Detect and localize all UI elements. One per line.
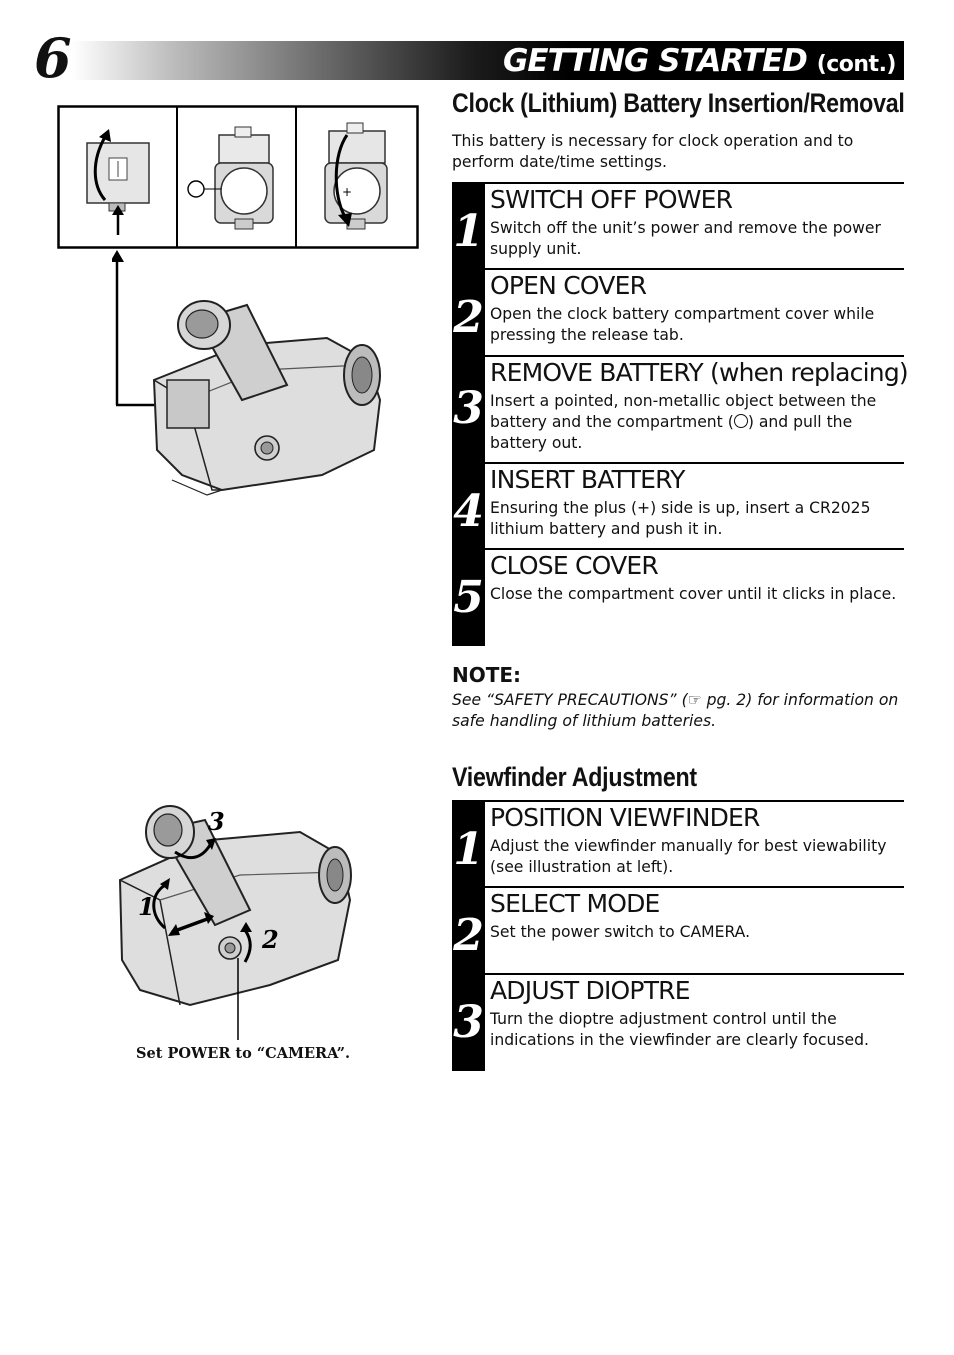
- step-number: 2: [453, 292, 484, 343]
- step-title: OPEN COVER: [490, 271, 647, 300]
- battery-plus-label: +: [342, 185, 352, 199]
- step-title: POSITION VIEWFINDER: [490, 803, 760, 832]
- step-text: Turn the dioptre adjustment control unti…: [490, 1010, 869, 1049]
- step-title: SWITCH OFF POWER: [490, 185, 733, 214]
- battery-intro: This battery is necessary for clock oper…: [452, 132, 854, 171]
- step-text: Insert a pointed, non-metallic object be…: [490, 391, 902, 454]
- step-title: INSERT BATTERY: [490, 465, 685, 494]
- callout-1: 1: [138, 892, 155, 921]
- step-text: Adjust the viewfinder manually for best …: [490, 837, 887, 876]
- step-text: Close the compartment cover until it cli…: [490, 585, 897, 603]
- header-title: GETTING STARTED (cont.): [502, 41, 897, 80]
- step-text-after: ) and pull the battery out.: [490, 413, 853, 452]
- note-text: See “SAFETY PRECAUTIONS” (☞ pg. 2) for i…: [452, 691, 899, 730]
- step-number: 1: [453, 824, 484, 875]
- step-text: Ensuring the plus (+) side is up, insert…: [490, 499, 871, 538]
- callout-3: 3: [208, 807, 225, 836]
- step-text-before: Insert a pointed, non-metallic object be…: [490, 392, 877, 431]
- camcorder-illustration-bottom: 3 1 2: [118, 805, 352, 1040]
- viewfinder-step-1: 1 POSITION VIEWFINDER Adjust the viewfin…: [452, 800, 904, 886]
- header-title-suffix: (cont.): [816, 52, 897, 77]
- open-cover-panel: [187, 126, 274, 230]
- camcorder-illustration-top: [112, 250, 382, 496]
- header-bar: [72, 41, 904, 80]
- step-number: 4: [453, 486, 484, 537]
- step-number: 1: [453, 206, 484, 257]
- compartment-circle-icon: [733, 414, 748, 428]
- step-title: REMOVE BATTERY (when replacing): [490, 358, 909, 387]
- step-text: Set the power switch to CAMERA.: [490, 923, 751, 941]
- note-label: NOTE:: [452, 663, 522, 687]
- step-number: 2: [453, 910, 484, 961]
- battery-step-5: 5 CLOSE COVER Close the compartment cove…: [452, 548, 904, 646]
- battery-compartment-illustration: +: [57, 105, 419, 249]
- step-title: ADJUST DIOPTRE: [490, 976, 691, 1005]
- page-number: 6: [34, 26, 72, 90]
- viewfinder-step-3: 3 ADJUST DIOPTRE Turn the dioptre adjust…: [452, 973, 904, 1071]
- viewfinder-section-title: Viewfinder Adjustment: [452, 762, 697, 792]
- step-title: CLOSE COVER: [490, 551, 659, 580]
- header-title-text: GETTING STARTED: [502, 43, 808, 79]
- step-number: 3: [453, 383, 484, 434]
- battery-section-title: Clock (Lithium) Battery Insertion/Remova…: [452, 88, 905, 118]
- step-number: 3: [453, 997, 484, 1048]
- step-title: SELECT MODE: [490, 889, 660, 918]
- battery-inserted-panel: +: [324, 122, 388, 230]
- callout-2: 2: [261, 925, 279, 954]
- battery-step-1: 1 SWITCH OFF POWER Switch off the unit’s…: [452, 182, 904, 268]
- step-text: Open the clock battery compartment cover…: [490, 305, 875, 344]
- step-number: 5: [453, 572, 484, 623]
- viewfinder-step-2: 2 SELECT MODE Set the power switch to CA…: [452, 886, 904, 973]
- illustration-caption: Set POWER to “CAMERA”.: [136, 1045, 351, 1062]
- battery-step-3: 3 REMOVE BATTERY (when replacing) Insert…: [452, 355, 909, 462]
- battery-step-2: 2 OPEN COVER Open the clock battery comp…: [452, 268, 904, 355]
- battery-step-4: 4 INSERT BATTERY Ensuring the plus (+) s…: [452, 462, 904, 548]
- closed-cover-panel: [86, 129, 150, 235]
- step-text: Switch off the unit’s power and remove t…: [490, 219, 881, 258]
